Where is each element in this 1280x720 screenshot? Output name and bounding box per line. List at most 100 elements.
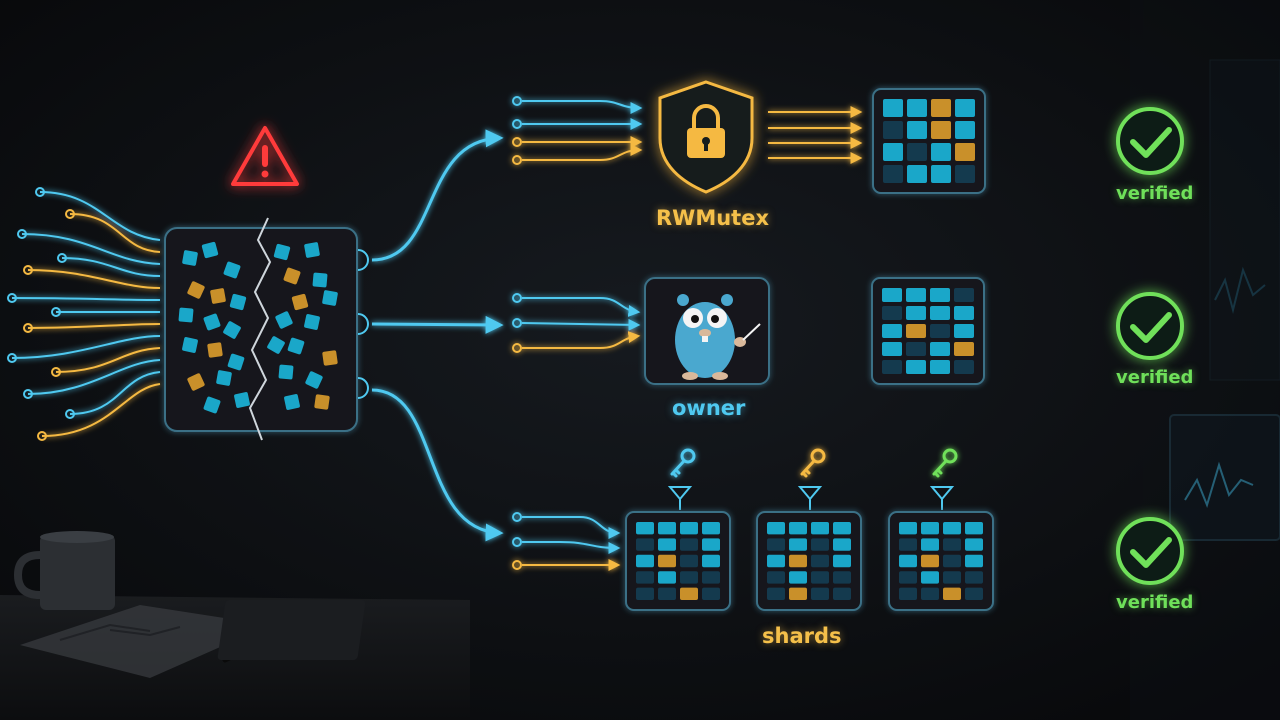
map-cell xyxy=(636,571,654,584)
rwmutex-output-arrows xyxy=(768,106,863,164)
map-cell xyxy=(965,522,983,535)
map-cell xyxy=(965,538,983,551)
map-cell xyxy=(767,587,785,600)
map-cell xyxy=(216,370,232,386)
map-cell xyxy=(234,392,250,408)
rwmutex-label: RWMutex xyxy=(656,206,770,230)
map-cell xyxy=(203,313,221,331)
key-icon xyxy=(800,448,826,478)
map-cell xyxy=(811,554,829,568)
map-cell xyxy=(680,554,698,568)
map-cell xyxy=(943,554,961,568)
map-frame xyxy=(888,511,994,611)
goroutine-dots xyxy=(7,187,75,441)
map-cell xyxy=(882,360,902,374)
shards-verified-label: verified xyxy=(1116,592,1194,613)
map-cell xyxy=(287,337,305,355)
map-cell xyxy=(273,243,291,261)
map-cell xyxy=(965,554,983,568)
monitor-backdrop xyxy=(1169,414,1280,541)
map-cell xyxy=(636,522,654,535)
map-cell xyxy=(943,571,961,584)
map-frame xyxy=(625,511,731,611)
map-cell xyxy=(702,538,720,551)
map-cell xyxy=(811,522,829,535)
map-cell xyxy=(882,342,902,356)
map-cell xyxy=(658,554,676,568)
map-cell xyxy=(943,587,961,600)
owner-inputs xyxy=(512,293,641,353)
map-cell xyxy=(921,522,939,535)
map-cell xyxy=(883,99,903,117)
map-cell xyxy=(931,99,951,117)
funnel-icon xyxy=(667,486,693,501)
map-cell xyxy=(907,165,927,183)
map-cell xyxy=(767,538,785,551)
map-cell xyxy=(314,394,330,410)
map-frame xyxy=(871,277,985,385)
map-cell xyxy=(921,538,939,551)
map-output-ports xyxy=(357,249,369,399)
map-cell xyxy=(201,241,219,259)
map-cell xyxy=(658,571,676,584)
branch-arrows xyxy=(371,129,504,542)
map-cell xyxy=(312,272,328,288)
gopher-icon xyxy=(675,294,761,380)
map-cell xyxy=(304,314,320,330)
map-cell xyxy=(931,143,951,161)
map-cell xyxy=(702,554,720,568)
map-cell xyxy=(899,571,917,584)
shard-3-grid xyxy=(888,511,994,611)
map-cell xyxy=(833,587,851,600)
map-cell xyxy=(907,99,927,117)
map-cell xyxy=(767,554,785,568)
map-cell xyxy=(680,587,698,600)
map-cell xyxy=(899,538,917,551)
map-cell xyxy=(636,538,654,551)
map-cell xyxy=(811,587,829,600)
map-cell xyxy=(921,587,939,600)
map-cell xyxy=(680,571,698,584)
warning-icon xyxy=(231,126,299,186)
map-cell xyxy=(210,288,226,304)
map-cell xyxy=(921,571,939,584)
shared-map-box xyxy=(164,217,358,441)
map-cell xyxy=(906,360,926,374)
map-cell xyxy=(767,571,785,584)
owner-verified-label: verified xyxy=(1116,367,1194,388)
check-icon xyxy=(1116,292,1184,360)
desk xyxy=(0,595,470,720)
map-frame xyxy=(756,511,862,611)
scattered-cells xyxy=(178,241,338,414)
map-cell xyxy=(680,522,698,535)
map-cell xyxy=(658,587,676,600)
map-cell xyxy=(304,242,320,258)
map-cell xyxy=(943,538,961,551)
map-cell xyxy=(833,522,851,535)
map-cell xyxy=(954,360,974,374)
map-cell xyxy=(954,288,974,302)
owner-label: owner xyxy=(672,396,746,420)
map-cell xyxy=(883,165,903,183)
map-cell xyxy=(955,99,975,117)
map-cell xyxy=(811,571,829,584)
map-cell xyxy=(965,571,983,584)
check-icon xyxy=(1116,517,1184,585)
map-cell xyxy=(833,554,851,568)
map-cell xyxy=(954,306,974,320)
map-cell xyxy=(658,522,676,535)
map-cell xyxy=(322,290,338,306)
check-icon xyxy=(1116,107,1184,175)
map-cell xyxy=(284,394,300,410)
map-cell xyxy=(833,571,851,584)
lock-icon xyxy=(658,80,754,194)
rwmutex-map-grid xyxy=(872,88,986,194)
map-cell xyxy=(882,306,902,320)
rwmutex-verified-label: verified xyxy=(1116,183,1194,204)
map-cell xyxy=(322,350,338,366)
map-cell xyxy=(275,311,293,329)
map-cell xyxy=(906,306,926,320)
funnel-icon xyxy=(797,486,823,501)
map-cell xyxy=(955,143,975,161)
map-cell xyxy=(930,288,950,302)
